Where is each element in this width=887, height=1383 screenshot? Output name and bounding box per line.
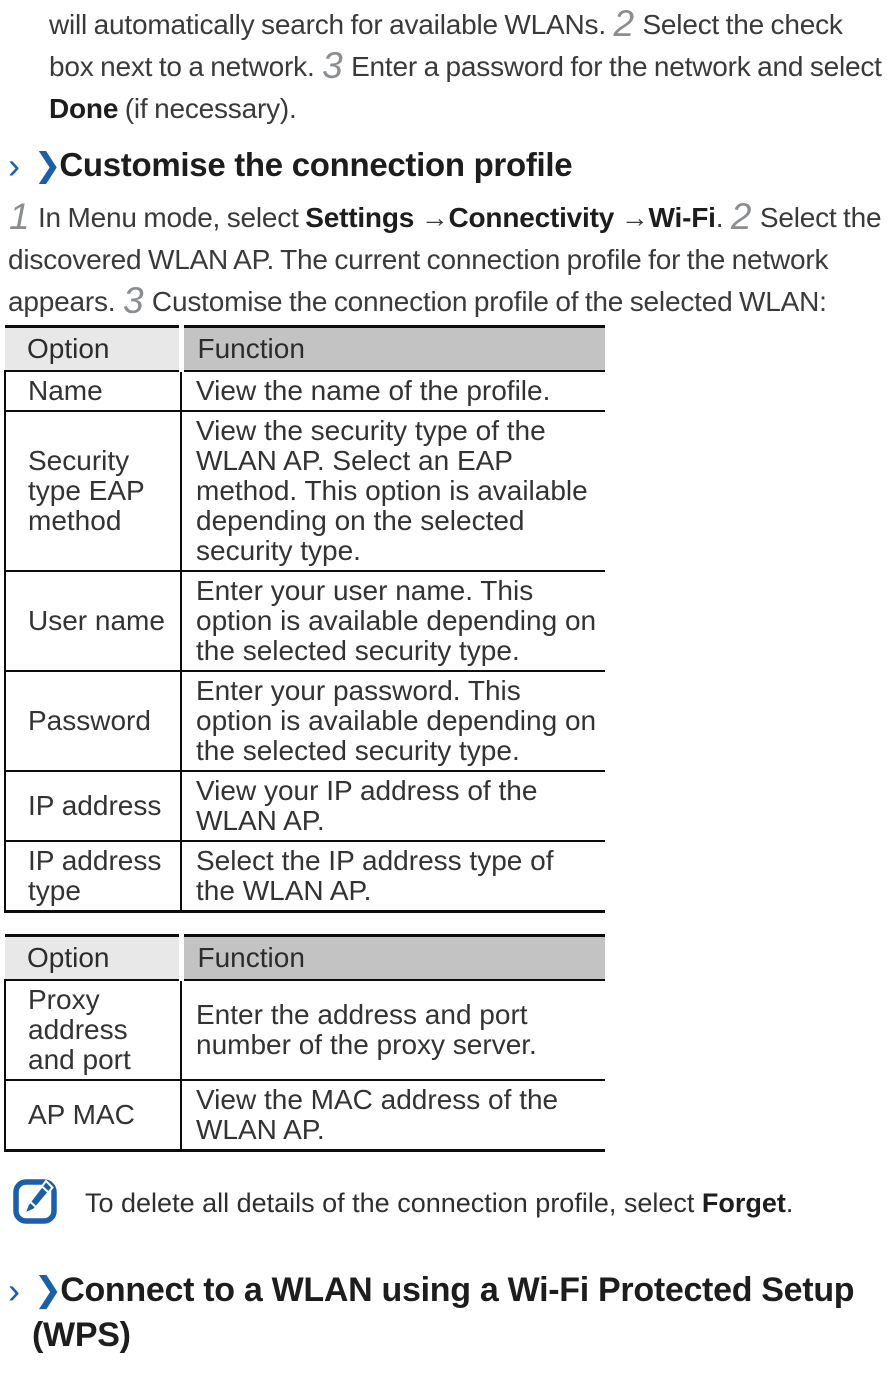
option-cell: IP address type xyxy=(4,841,181,913)
step-number-1: 1 xyxy=(9,196,30,237)
function-cell: View the name of the profile. xyxy=(180,371,605,412)
function-cell: View your IP address of the WLAN AP. xyxy=(180,771,605,842)
option-cell: Password xyxy=(4,671,181,772)
steps-text-c: Select the discovered WLAN AP. The curre… xyxy=(8,202,882,317)
chevron-outline-icon: › xyxy=(8,1270,20,1311)
table-header-row: Option Function xyxy=(5,935,605,981)
intro-text-d: (if necessary). xyxy=(118,93,297,124)
chevron-outline-icon: › xyxy=(8,145,20,186)
steps-text-b: . xyxy=(715,202,730,233)
intro-text-c: Enter a password for the network and sel… xyxy=(344,51,882,82)
function-cell: View the security type of the WLAN AP. S… xyxy=(180,411,605,572)
note-text: To delete all details of the connection … xyxy=(85,1186,793,1220)
steps-text-a: In Menu mode, select xyxy=(31,202,306,233)
wifi-label: Wi-Fi xyxy=(648,202,716,233)
column-header-option: Option xyxy=(5,935,184,981)
step-number-3b: 3 xyxy=(122,280,144,321)
connectivity-label: Connectivity xyxy=(448,202,615,233)
option-cell: User name xyxy=(4,571,181,672)
arrow-1: → xyxy=(414,202,449,233)
note-text-a: To delete all details of the connection … xyxy=(85,1188,702,1218)
forget-label: Forget xyxy=(701,1188,786,1218)
column-header-function: Function xyxy=(181,326,605,372)
option-cell: Name xyxy=(4,371,181,412)
function-cell: Enter your user name. This option is ava… xyxy=(180,571,605,672)
steps-paragraph: 1 In Menu mode, select Settings →Connect… xyxy=(8,197,884,323)
section-title-wps: Connect to a WLAN using a Wi-Fi Protecte… xyxy=(32,1271,855,1354)
note-text-b: . xyxy=(785,1188,794,1218)
intro-text-a: will automatically search for available … xyxy=(49,9,613,40)
option-cell: Proxy address and port xyxy=(4,980,181,1081)
steps-text-d: Customise the connection profile of the … xyxy=(145,286,827,317)
section-heading-wps: › ❯Connect to a WLAN using a Wi-Fi Protec… xyxy=(8,1268,880,1357)
table-header-row: Option Function xyxy=(5,326,605,372)
option-cell: IP address xyxy=(4,771,181,842)
column-header-function: Function xyxy=(181,935,605,981)
column-header-option: Option xyxy=(5,326,184,372)
section-heading-customise: › ❯Customise the connection profile xyxy=(8,146,887,185)
option-cell: AP MAC xyxy=(4,1080,181,1152)
intro-paragraph: will automatically search for available … xyxy=(49,4,887,130)
intro-text-b: Select the check box next to a network. xyxy=(49,9,843,82)
note-pencil-icon xyxy=(13,1178,57,1224)
note: To delete all details of the connection … xyxy=(13,1178,887,1224)
chevron-solid-icon: ❯ xyxy=(33,146,62,183)
step-number-2b: 2 xyxy=(730,196,752,237)
step-number-2: 2 xyxy=(613,3,634,44)
arrow-2: → xyxy=(614,202,649,233)
function-cell: Enter the address and port number of the… xyxy=(180,980,605,1081)
section-title-customise: Customise the connection profile xyxy=(59,146,573,183)
function-cell: Select the IP address type of the WLAN A… xyxy=(180,841,605,913)
chevron-solid-icon: ❯ xyxy=(33,1271,62,1309)
step-number-3: 3 xyxy=(322,45,343,86)
function-cell: Enter your password. This option is avai… xyxy=(180,671,605,772)
settings-label: Settings xyxy=(305,202,415,233)
function-cell: View the MAC address of the WLAN AP. xyxy=(180,1080,605,1152)
done-label: Done xyxy=(49,93,119,124)
option-cell: Security type EAP method xyxy=(4,411,181,572)
